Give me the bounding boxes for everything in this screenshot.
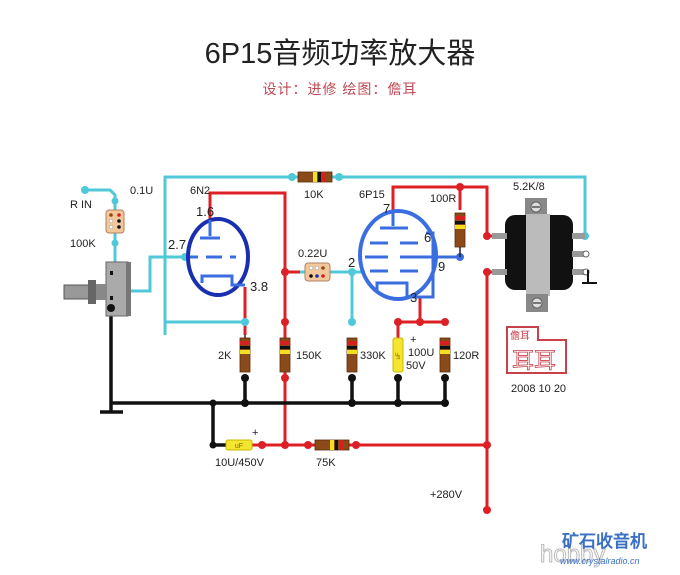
- tube-6p15: [358, 209, 460, 301]
- label-res-330k: 330K: [360, 350, 386, 362]
- label-input: R IN: [70, 199, 92, 211]
- resistor-100r: [454, 212, 466, 248]
- label-cap-50v: 50V: [406, 360, 426, 372]
- pin-suppressor-6p15: 6: [424, 230, 431, 245]
- coupling-capacitor-022u: [304, 262, 331, 282]
- resistor-120r: [439, 337, 451, 373]
- pin-grid-6p15: 2: [348, 255, 355, 270]
- volume-potentiometer: [63, 261, 131, 317]
- capacitor-10u-450v: uF: [225, 439, 253, 451]
- plus-sign-100u: +: [410, 334, 416, 346]
- label-tube-6n2: 6N2: [190, 185, 210, 197]
- resistor-2k: [239, 337, 251, 373]
- watermark: hobby 矿石收音机 www.crystalradio.cn: [540, 531, 648, 569]
- pin-screen-6p15: 9: [438, 259, 445, 274]
- label-cap-01u: 0.1U: [130, 185, 153, 197]
- output-transformer: [492, 198, 597, 312]
- resistor-75k: [314, 439, 350, 451]
- svg-text:耳耳: 耳耳: [512, 348, 556, 373]
- svg-text:儋耳: 儋耳: [510, 329, 530, 342]
- pin-anode-6p15: 7: [383, 201, 390, 216]
- label-cap-10u: 10U/450V: [215, 457, 265, 469]
- label-date: 2008 10 20: [511, 383, 566, 395]
- svg-text:矿石收音机: 矿石收音机: [562, 531, 647, 552]
- resistor-10k: [297, 171, 333, 183]
- plus-sign-10u: +: [252, 427, 258, 439]
- label-supply: +280V: [430, 489, 463, 501]
- tube-6n2: [186, 217, 250, 297]
- label-res-10k: 10K: [304, 189, 324, 201]
- label-res-120r: 120R: [453, 350, 479, 362]
- ground-wires: [100, 303, 447, 447]
- junction-dots: [81, 173, 589, 514]
- pin-cathode-6p15: 3: [410, 290, 417, 305]
- label-res-75k: 75K: [316, 457, 336, 469]
- svg-text:www.crystalradio.cn: www.crystalradio.cn: [560, 556, 640, 566]
- label-tube-6p15: 6P15: [359, 189, 385, 201]
- author-seal: 儋耳 耳耳: [506, 326, 567, 374]
- pin-cathode-6n2: 3.8: [250, 279, 268, 294]
- label-pot-100k: 100K: [70, 238, 96, 250]
- resistor-150k: [279, 337, 291, 373]
- label-cap-100u: 100U: [408, 347, 434, 359]
- resistor-330k: [346, 337, 358, 373]
- capacitor-100u: uF: [392, 322, 404, 373]
- page-title: 6P15音频功率放大器: [204, 38, 476, 70]
- label-res-100r: 100R: [430, 193, 456, 205]
- svg-text:hobby: hobby: [540, 541, 605, 568]
- pin-anode-6n2: 1.6: [196, 204, 214, 219]
- label-transformer: 5.2K/8: [513, 181, 545, 193]
- label-res-150k: 150K: [296, 350, 322, 362]
- svg-text:uF: uF: [235, 443, 243, 450]
- label-cap-022u: 0.22U: [298, 248, 327, 260]
- input-capacitor: [105, 209, 125, 234]
- svg-text:uF: uF: [396, 352, 402, 359]
- credits-subtitle: 设计：进修 绘图：儋耳: [262, 81, 418, 97]
- label-res-2k: 2K: [218, 350, 232, 362]
- pin-grid-6n2: 2.7: [168, 237, 186, 252]
